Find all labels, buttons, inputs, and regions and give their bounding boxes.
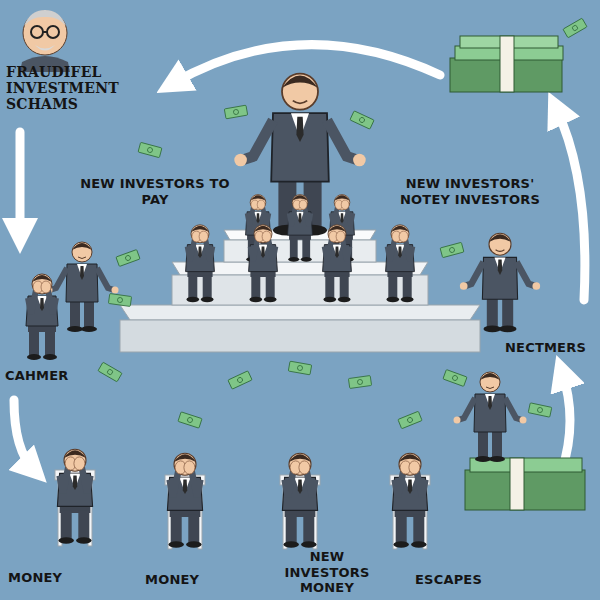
scene-label: NECTMERS: [505, 340, 595, 356]
scene-label: NEW INVESTORS' NOTEY INVESTORS: [385, 176, 555, 207]
title-text: FRAUDIFEL INVESTMENT SCHAMS: [6, 64, 131, 112]
scene-label: NEW INVESTORS MONEY: [272, 549, 382, 596]
scene-label: MONEY: [145, 572, 225, 588]
scene-label: MONEY: [8, 570, 88, 586]
scene-label: CAHMER: [5, 368, 85, 384]
scene-label: NEW INVESTORS TO PAY: [80, 176, 230, 207]
scene-label: ESCAPES: [415, 572, 505, 588]
